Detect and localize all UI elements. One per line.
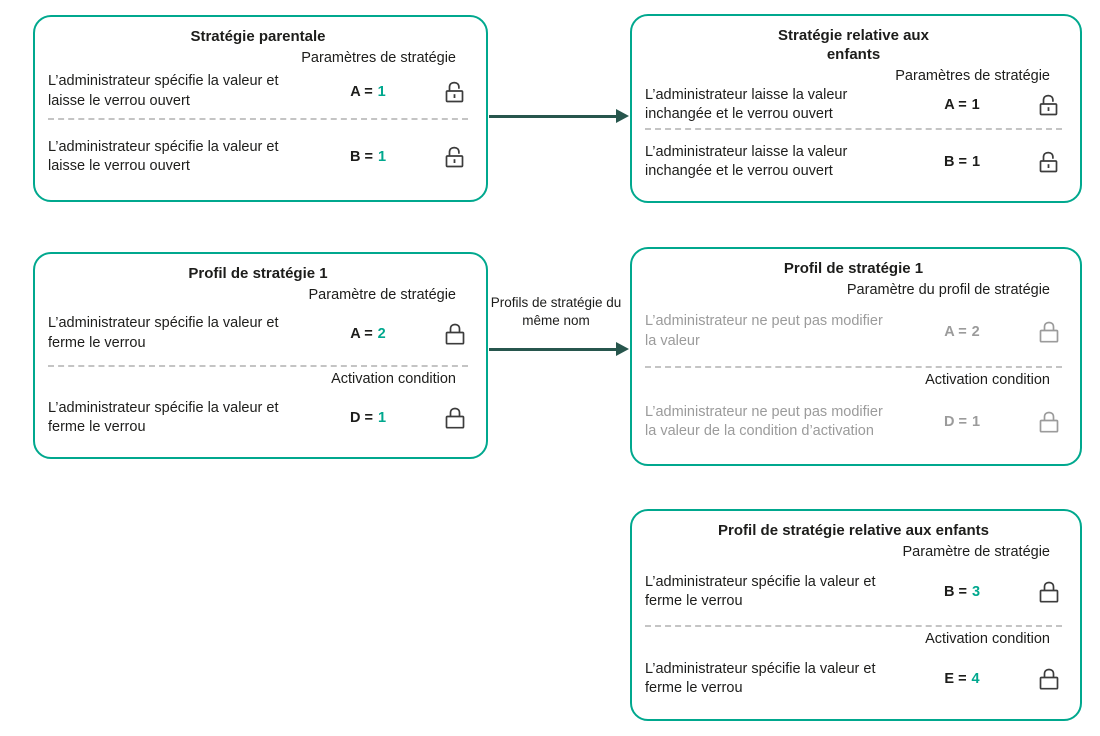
section-header: Paramètre de stratégie xyxy=(308,286,457,303)
setting-value: A =1 xyxy=(316,84,420,100)
lock-closed-icon xyxy=(442,405,468,431)
setting-description: L’administrateur laisse la valeur inchan… xyxy=(645,143,848,179)
section-header: Paramètres de stratégie xyxy=(895,67,1050,84)
lock-open-icon xyxy=(442,144,468,170)
setting-number: 2 xyxy=(377,325,386,342)
setting-row: L’administrateur ne peut pas modifier la… xyxy=(645,388,1062,456)
policy-settings-section: Paramètre du profil de stratégie L’admin… xyxy=(645,279,1062,366)
section-header: Paramètre de stratégie xyxy=(902,543,1051,560)
policy-settings-section: Paramètres de stratégie L’administrateur… xyxy=(48,47,468,118)
setting-name: B = xyxy=(349,148,373,165)
setting-description: L’administrateur spécifie la valeur et f… xyxy=(645,573,876,609)
same-name-profiles-arrow xyxy=(489,342,629,356)
section-header: Activation condition xyxy=(925,630,1050,647)
setting-name: A = xyxy=(944,323,967,340)
setting-row: L’administrateur ne peut pas modifier la… xyxy=(645,298,1062,366)
lock-open-icon xyxy=(442,79,468,105)
box-title: Stratégie relative aux enfants xyxy=(778,27,929,63)
section-header: Paramètres de stratégie xyxy=(301,49,456,66)
lock-closed-icon xyxy=(1036,319,1062,345)
setting-value: A =2 xyxy=(316,326,420,342)
setting-row: L’administrateur spécifie la valeur et f… xyxy=(645,560,1062,624)
setting-number: 1 xyxy=(377,410,387,427)
policy-profile-1-box: Profil de stratégie 1 Paramètre de strat… xyxy=(33,252,488,459)
policy-settings-section: Paramètre de stratégie L’administrateur … xyxy=(48,284,468,365)
setting-number: 3 xyxy=(971,583,981,600)
policy-profile-1-inherited-box: Profil de stratégie 1 Paramètre du profi… xyxy=(630,247,1082,466)
setting-value: B =1 xyxy=(910,154,1014,170)
setting-name: D = xyxy=(349,410,373,427)
setting-value: A =2 xyxy=(910,324,1014,340)
setting-row: L’administrateur spécifie la valeur et l… xyxy=(48,121,468,192)
child-policy-profile-box: Profil de stratégie relative aux enfants… xyxy=(630,509,1082,721)
setting-description: L’administrateur spécifie la valeur et f… xyxy=(48,400,279,436)
setting-description: L’administrateur ne peut pas modifier la… xyxy=(645,313,883,349)
section-header: Activation condition xyxy=(925,372,1050,389)
setting-description: L’administrateur spécifie la valeur et l… xyxy=(48,138,279,174)
setting-number: 1 xyxy=(377,148,387,165)
child-policy-box: Stratégie relative aux enfants Paramètre… xyxy=(630,14,1082,203)
box-title: Profil de stratégie 1 xyxy=(783,260,924,277)
setting-row: L’administrateur spécifie la valeur et f… xyxy=(48,303,468,365)
setting-name: B = xyxy=(943,583,967,600)
policy-settings-section: L’administrateur laisse la valeur inchan… xyxy=(645,131,1062,193)
setting-value: B =3 xyxy=(910,584,1014,600)
inheritance-arrow xyxy=(489,109,629,123)
setting-value: B =1 xyxy=(316,149,420,165)
setting-row: L’administrateur spécifie la valeur et l… xyxy=(48,66,468,118)
setting-row: L’administrateur laisse la valeur inchan… xyxy=(645,84,1062,127)
dashed-divider xyxy=(48,365,468,368)
setting-number: 1 xyxy=(377,83,386,100)
setting-name: A = xyxy=(350,325,373,342)
setting-name: A = xyxy=(944,97,967,114)
lock-closed-icon xyxy=(1036,579,1062,605)
setting-name: E = xyxy=(944,670,967,687)
dashed-divider xyxy=(645,366,1062,369)
lock-closed-icon xyxy=(442,321,468,347)
setting-value: D =1 xyxy=(316,410,420,426)
box-title: Profil de stratégie relative aux enfants xyxy=(718,522,989,539)
setting-row: L’administrateur spécifie la valeur et f… xyxy=(48,387,468,449)
policy-settings-section: Paramètre de stratégie L’administrateur … xyxy=(645,541,1062,624)
setting-description: L’administrateur spécifie la valeur et f… xyxy=(645,660,876,696)
section-header: Activation condition xyxy=(331,371,456,388)
lock-open-icon xyxy=(1036,149,1062,175)
policy-settings-section: L’administrateur spécifie la valeur et l… xyxy=(48,121,468,192)
setting-name: A = xyxy=(350,83,373,100)
setting-name: D = xyxy=(943,414,967,431)
setting-number: 1 xyxy=(971,414,981,431)
setting-number: 2 xyxy=(971,323,980,340)
setting-value: D =1 xyxy=(910,414,1014,430)
section-header: Paramètre du profil de stratégie xyxy=(846,281,1050,298)
arrow-label: Profils de stratégie du même nom xyxy=(490,295,622,329)
lock-closed-icon xyxy=(1036,666,1062,692)
setting-number: 1 xyxy=(971,153,981,170)
setting-value: A =1 xyxy=(910,97,1014,113)
setting-number: 4 xyxy=(971,670,980,687)
setting-description: L’administrateur laisse la valeur inchan… xyxy=(645,87,848,123)
setting-name: B = xyxy=(943,153,967,170)
setting-value: E =4 xyxy=(910,671,1014,687)
setting-description: L’administrateur spécifie la valeur et l… xyxy=(48,73,279,109)
box-title: Stratégie parentale xyxy=(190,28,326,45)
setting-description: L’administrateur spécifie la valeur et f… xyxy=(48,315,279,351)
activation-condition-section: Activation condition L’administrateur ne… xyxy=(645,369,1062,456)
activation-condition-section: Activation condition L’administrateur sp… xyxy=(48,368,468,449)
dashed-divider xyxy=(645,127,1062,130)
parent-policy-box: Stratégie parentale Paramètres de straté… xyxy=(33,15,488,202)
dashed-divider xyxy=(48,118,468,121)
policy-settings-section: Paramètres de stratégie L’administrateur… xyxy=(645,65,1062,127)
lock-open-icon xyxy=(1036,92,1062,118)
setting-row: L’administrateur spécifie la valeur et f… xyxy=(645,647,1062,711)
dashed-divider xyxy=(645,624,1062,627)
lock-closed-icon xyxy=(1036,409,1062,435)
activation-condition-section: Activation condition L’administrateur sp… xyxy=(645,628,1062,711)
setting-row: L’administrateur laisse la valeur inchan… xyxy=(645,131,1062,193)
setting-number: 1 xyxy=(971,97,980,114)
box-title: Profil de stratégie 1 xyxy=(188,265,328,282)
setting-description: L’administrateur ne peut pas modifier la… xyxy=(645,404,883,440)
